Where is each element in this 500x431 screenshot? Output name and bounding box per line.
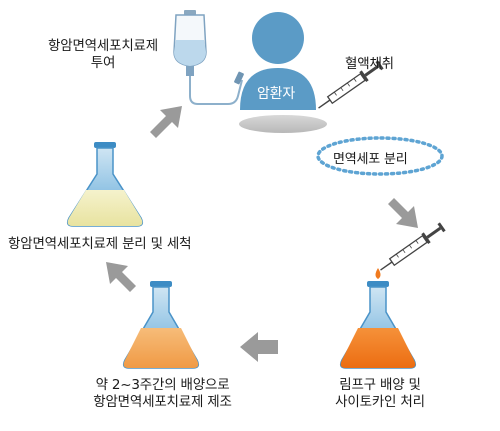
separation-oval — [316, 136, 444, 176]
arrow-manufacture-to-wash-icon — [106, 262, 136, 292]
manufacture-line2: 항암면역세포치료제 제조 — [93, 394, 232, 410]
culture-line1: 림프구 배양 및 — [339, 377, 421, 393]
blood-draw-label: 혈액채취 — [345, 56, 394, 72]
manufacture-label: 약 2~3주간의 배양으로 항암면역세포치료제 제조 — [70, 377, 255, 411]
iv-drip-icon — [173, 10, 244, 105]
arrow-separation-to-culture-icon — [388, 198, 418, 228]
flask-wash-icon — [66, 142, 144, 227]
patient-icon — [239, 12, 327, 133]
syringe-icon — [318, 60, 384, 109]
arrow-culture-to-manufacture-icon — [240, 332, 278, 362]
drop-icon — [375, 268, 381, 279]
culture-line2: 사이토카인 처리 — [335, 394, 425, 410]
administer-label: 항암면역세포치료제 투여 — [28, 38, 178, 72]
flask-manufacture-icon — [122, 281, 200, 369]
arrow-wash-to-administer-icon — [150, 106, 182, 138]
administer-line1: 항암면역세포치료제 — [48, 38, 158, 54]
manufacture-line1: 약 2~3주간의 배양으로 — [95, 377, 230, 393]
cytokine-syringe-icon — [380, 222, 446, 271]
wash-label: 항암면역세포치료제 분리 및 세척 — [8, 236, 192, 252]
culture-label: 림프구 배양 및 사이토카인 처리 — [300, 377, 460, 411]
separation-label: 면역세포 분리 — [333, 152, 408, 167]
flask-culture-icon — [339, 281, 417, 369]
patient-label: 암환자 — [257, 86, 296, 102]
administer-line2: 투여 — [90, 55, 116, 71]
